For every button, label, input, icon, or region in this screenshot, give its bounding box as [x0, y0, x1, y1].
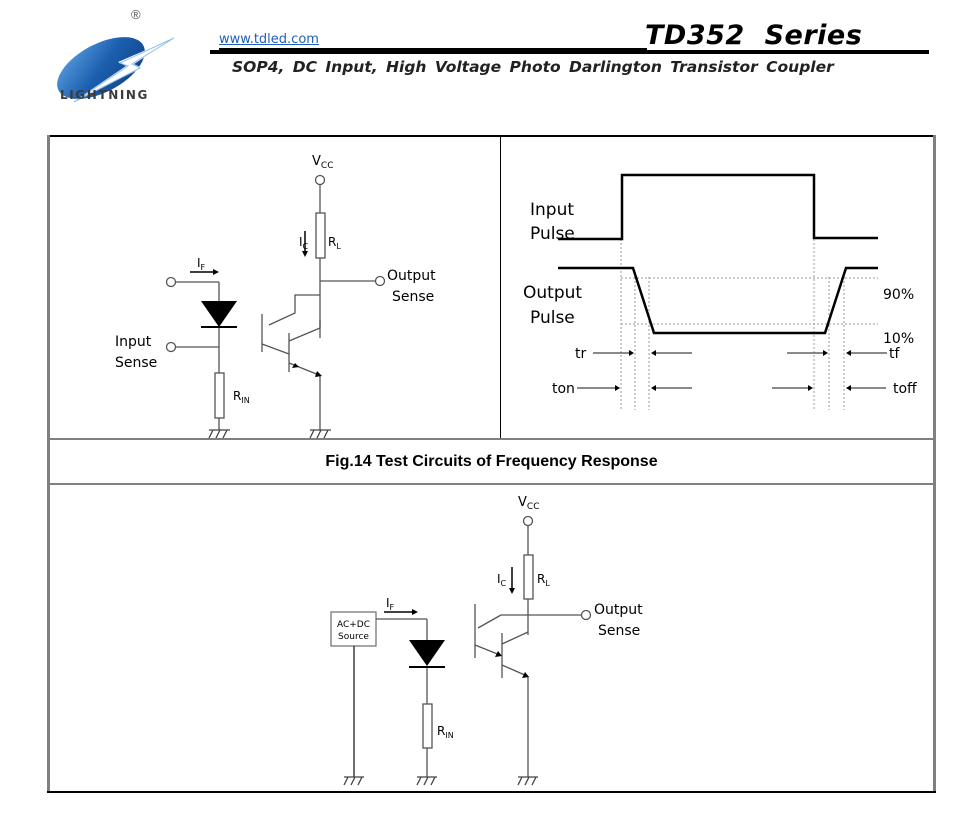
website-link[interactable]: www.tdled.com	[219, 32, 319, 47]
vcc-label: VCC	[518, 495, 539, 512]
table-divider-vertical	[500, 135, 501, 439]
input-sense-label-2: Sense	[115, 355, 157, 371]
ground-icon	[208, 429, 331, 439]
vcc-label: VCC	[312, 154, 333, 171]
ic-arrow-icon	[509, 588, 515, 594]
diode-icon	[409, 640, 445, 666]
table-border-left	[47, 135, 50, 793]
figure-caption: Fig.14 Test Circuits of Frequency Respon…	[325, 453, 658, 470]
level-10-label: 10%	[883, 331, 914, 347]
diode-icon	[201, 301, 237, 327]
tr-label: tr	[575, 346, 586, 362]
ic-arrow-icon	[302, 251, 308, 257]
rin-label: RIN	[437, 724, 454, 740]
table-divider-row2	[47, 483, 936, 485]
logo-text: LIGHTNING	[60, 88, 149, 102]
output-pulse-label-1: Output	[523, 283, 582, 303]
source-label-1: AC+DC	[337, 620, 370, 630]
output-pulse-label-2: Pulse	[530, 308, 575, 328]
table-border-right	[933, 135, 936, 793]
document-subtitle: SOP4, DC Input, High Voltage Photo Darli…	[232, 58, 834, 76]
registered-mark: ®	[131, 7, 141, 22]
figure-table	[47, 135, 936, 793]
output-sense-label-2: Sense	[392, 289, 434, 305]
output-sense-label-1: Output	[387, 268, 436, 284]
ground-icon	[343, 776, 538, 786]
table-border-bottom	[47, 791, 936, 793]
source-label-2: Source	[338, 632, 369, 642]
if-label: IF	[386, 596, 395, 612]
toff-label: toff	[893, 381, 917, 397]
ton-label: ton	[552, 381, 575, 397]
input-sense-label-1: Input	[115, 334, 152, 350]
output-sense-label-1: Output	[594, 602, 643, 618]
timing-diagram: Input Pulse Output Pulse 90% 10% tr tf t…	[523, 173, 917, 410]
table-border-top	[47, 135, 936, 137]
header-rule-thin	[219, 48, 647, 50]
ic-label: IC	[497, 572, 507, 588]
series-title: TD352 Series	[645, 20, 863, 51]
level-90-label: 90%	[883, 287, 914, 303]
if-label: IF	[197, 256, 206, 272]
rl-label: RL	[537, 572, 550, 588]
test-circuit-top: VCC IC RL IF RIN Output Sense Input Sens…	[115, 154, 436, 439]
input-pulse-label-1: Input	[530, 200, 574, 220]
rin-label: RIN	[233, 389, 250, 405]
output-sense-label-2: Sense	[598, 623, 640, 639]
if-arrow-icon	[213, 269, 219, 275]
tf-label: tf	[889, 346, 900, 362]
lightning-logo-icon	[57, 37, 175, 103]
rl-label: RL	[328, 235, 341, 251]
if-arrow-icon	[412, 609, 418, 615]
input-pulse-label-2: Pulse	[530, 224, 575, 244]
header-rule-thick	[210, 50, 929, 54]
input-pulse-waveform	[558, 173, 878, 241]
ic-label: IC	[299, 235, 309, 251]
output-pulse-waveform	[558, 266, 878, 335]
table-divider-row1	[47, 438, 936, 440]
test-circuit-bottom: VCC IC RL IF RIN AC+DC Source Output Sen…	[330, 495, 643, 786]
